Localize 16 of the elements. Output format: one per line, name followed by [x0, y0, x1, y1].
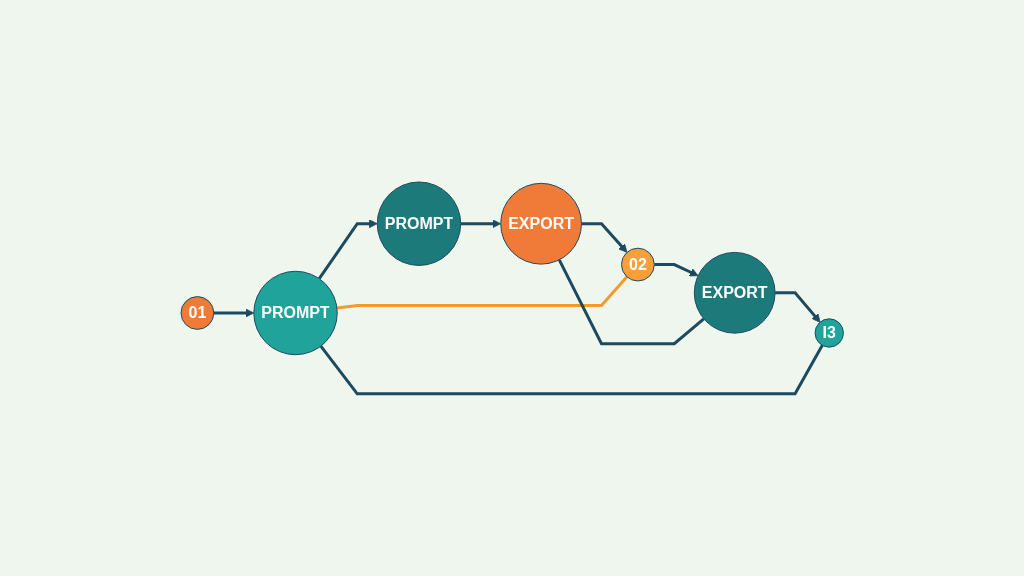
arrow: [460, 219, 501, 229]
node-circle: 01: [180, 296, 215, 330]
arrow: [213, 308, 254, 318]
node-circle: PROMPT: [376, 181, 461, 267]
node-circle: I3: [814, 318, 844, 348]
node-circle: EXPORT: [500, 182, 582, 265]
connector: [319, 344, 824, 396]
arrow: [317, 219, 378, 280]
node-circle: PROMPT: [253, 270, 338, 356]
node-circle: 02: [620, 247, 655, 282]
arrow: [774, 291, 821, 323]
arrow: [581, 222, 628, 253]
arrow: [654, 263, 699, 277]
connector: [336, 275, 628, 310]
connector: [557, 259, 705, 346]
node-circle: EXPORT: [693, 251, 776, 334]
